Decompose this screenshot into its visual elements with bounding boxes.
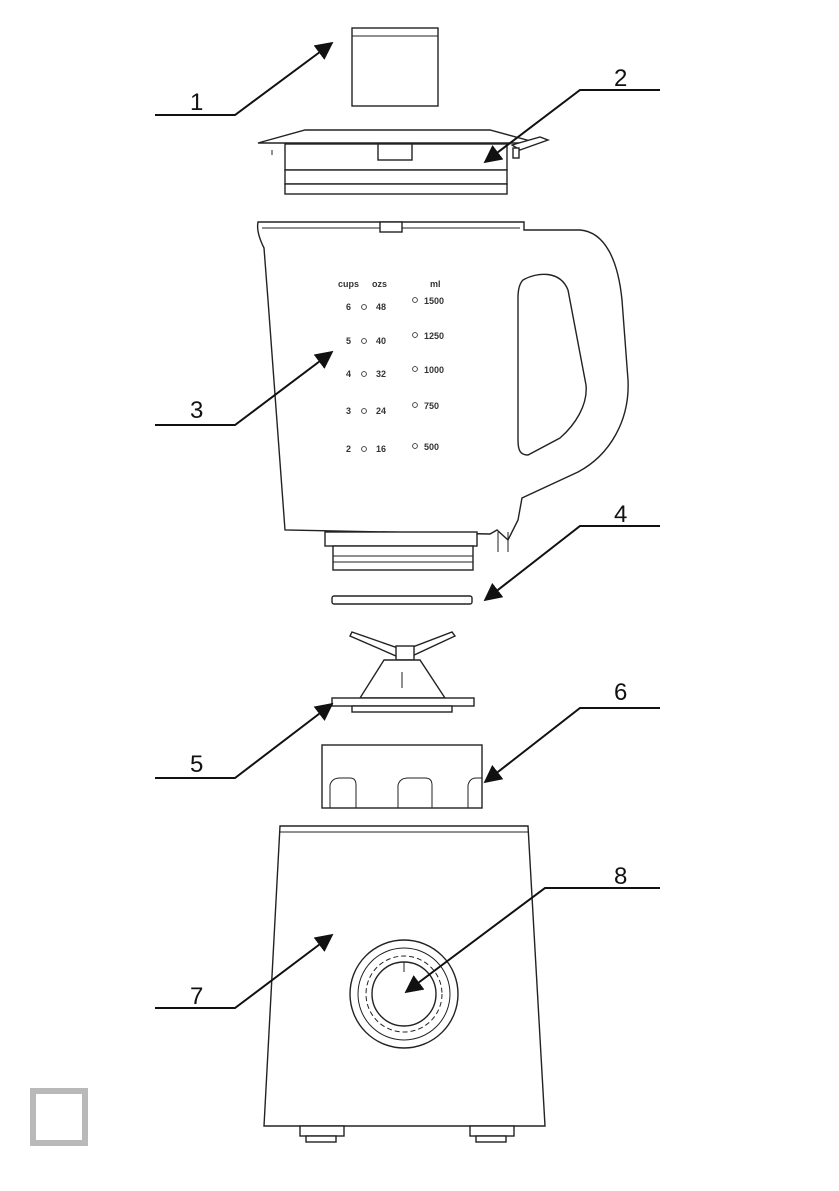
scale-cups: 4 <box>346 369 351 379</box>
callout-4: 4 <box>614 501 627 528</box>
sealing-ring <box>332 596 472 604</box>
base-coupling <box>322 745 482 808</box>
scale-ozs: 16 <box>376 444 386 454</box>
blade-unit <box>332 632 474 712</box>
scale-cups: 2 <box>346 444 351 454</box>
scale-ml: 1500 <box>424 296 444 306</box>
callout-2: 2 <box>614 65 627 92</box>
scale-ml: 750 <box>424 401 439 411</box>
callout-1: 1 <box>190 89 203 116</box>
scale-ml: 500 <box>424 442 439 452</box>
scale-header-cups: cups <box>338 279 359 289</box>
scale-cups: 6 <box>346 302 351 312</box>
control-knob <box>350 940 458 1048</box>
scale-ozs: 32 <box>376 369 386 379</box>
page-marker-square <box>30 1088 88 1146</box>
scale-cups: 3 <box>346 406 351 416</box>
callout-3: 3 <box>190 397 203 424</box>
scale-header-ozs: ozs <box>372 279 387 289</box>
scale-header-ml: ml <box>430 279 441 289</box>
measuring-cap <box>352 28 438 106</box>
scale-cups: 5 <box>346 336 351 346</box>
callout-6: 6 <box>614 679 627 706</box>
callout-8: 8 <box>614 863 627 890</box>
callout-5: 5 <box>190 751 203 778</box>
jug: cups ozs ml 6 48 1500 5 40 1250 4 32 100… <box>258 222 629 570</box>
scale-ml: 1250 <box>424 331 444 341</box>
scale-ml: 1000 <box>424 365 444 375</box>
callout-7: 7 <box>190 983 203 1010</box>
scale-ozs: 48 <box>376 302 386 312</box>
lid <box>258 130 548 194</box>
scale-ozs: 40 <box>376 336 386 346</box>
scale-ozs: 24 <box>376 406 386 416</box>
